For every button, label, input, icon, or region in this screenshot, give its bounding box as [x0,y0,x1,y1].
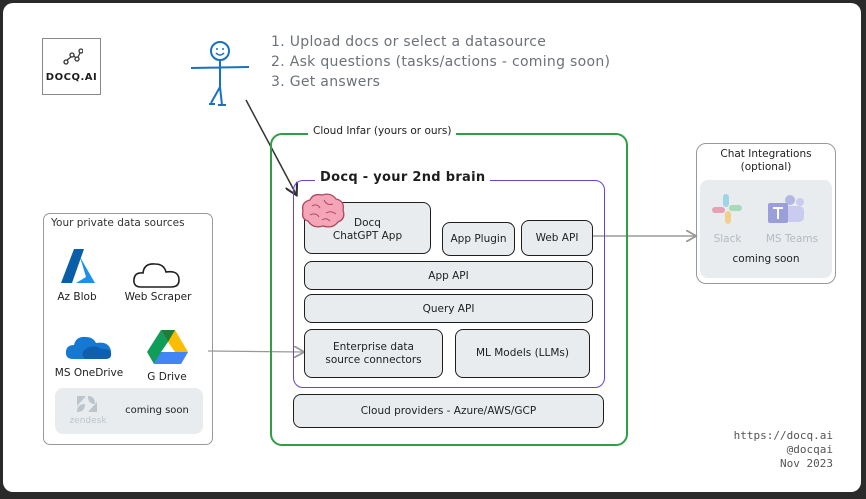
cloud-infra-title: Cloud Infar (yours or ours) [308,125,457,137]
connectors-label: Enterprise data source connectors [325,341,422,366]
web-scraper-label: Web Scraper [124,291,192,303]
chat-integrations-inner: Slack MS Teams coming soon [700,180,832,278]
brain-icon [301,193,345,228]
docq-title: Docq - your 2nd brain [315,170,491,185]
slack-label: Slack [713,233,742,245]
zendesk-brand: zendesk [69,416,107,426]
footer: https://docq.ai @docqai Nov 2023 [703,429,833,471]
ml-models-label: ML Models (LLMs) [475,347,569,359]
user-figure-icon [190,41,250,106]
query-api-label: Query API [422,303,475,315]
cloud-icon [133,263,180,288]
data-sources-title: Your private data sources [51,217,185,229]
graph-icon [63,48,83,65]
data-sources-panel [43,213,213,445]
ms-teams-label: MS Teams [765,233,819,245]
step-1: 1. Upload docs or select a datasource [271,34,547,50]
diagram-canvas: DOCQ.AI 1. Upload docs or select a datas… [3,3,861,492]
ms-teams-icon [768,195,804,223]
footer-handle: @docqai [786,443,833,456]
g-drive-label: G Drive [147,371,187,383]
cloud-providers-box: Cloud providers - Azure/AWS/GCP [293,394,604,428]
az-blob-label: Az Blob [57,291,97,303]
step-2: 2. Ask questions (tasks/actions - coming… [271,54,611,70]
web-api-label: Web API [535,232,579,244]
coming-soon-zendesk-box: zendesk coming soon [55,388,203,434]
app-plugin-box: App Plugin [442,222,515,256]
google-drive-icon [147,330,188,364]
connectors-box: Enterprise data source connectors [304,329,443,378]
coming-soon-label: coming soon [125,405,189,416]
web-api-box: Web API [521,220,593,256]
ml-models-box: ML Models (LLMs) [455,329,590,378]
ms-onedrive-label: MS OneDrive [54,367,124,379]
footer-date: Nov 2023 [780,457,833,470]
chat-integrations-title: Chat Integrations (optional) [720,148,812,173]
slack-icon [712,194,742,224]
azure-icon [61,249,95,283]
chatgpt-app-label: Docq ChatGPT App [332,217,403,242]
chat-integrations-panel [696,143,836,284]
cloud-providers-label: Cloud providers - Azure/AWS/GCP [360,405,537,417]
sources-to-connectors-arrow [207,351,303,352]
app-api-label: App API [428,270,469,282]
app-api-box: App API [304,261,593,290]
app-plugin-label: App Plugin [450,233,507,245]
zendesk-icon [77,396,97,412]
footer-url[interactable]: https://docq.ai [733,429,833,442]
onedrive-icon [65,336,112,359]
logo-text: DOCQ.AI [45,72,98,83]
docq-logo: DOCQ.AI [42,38,101,95]
chat-coming-soon-label: coming soon [732,253,800,265]
query-api-box: Query API [304,294,593,323]
step-3: 3. Get answers [271,74,381,90]
steps-list: 1. Upload docs or select a datasource 2.… [271,32,610,92]
